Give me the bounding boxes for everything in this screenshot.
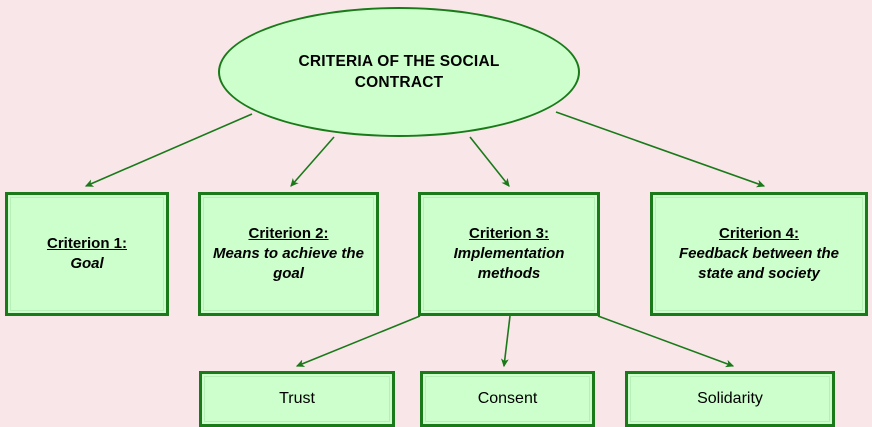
root-node-label: CRITERIA OF THE SOCIAL CONTRACT <box>298 53 500 91</box>
sub-node-trust[interactable]: Trust <box>199 371 395 427</box>
sub-node-consent-label: Consent <box>477 390 538 407</box>
criterion-3-description: Implementation methods <box>453 245 565 282</box>
edge-root-to-criterion-1 <box>84 113 253 187</box>
edge-criterion-3-to-solidarity <box>597 315 735 368</box>
edge-criterion-3-to-trust <box>295 315 421 367</box>
criterion-2-heading: Criterion 2: <box>248 225 329 242</box>
criterion-4-description: Feedback between the state and society <box>678 245 840 282</box>
edge-root-to-criterion-2 <box>290 136 335 187</box>
sub-node-solidarity-label: Solidarity <box>697 390 763 407</box>
criterion-2-description: Means to achieve the goal <box>213 245 364 282</box>
criterion-3-heading: Criterion 3: <box>468 225 549 242</box>
edge-criterion-3-to-consent <box>500 315 511 368</box>
criterion-1-heading: Criterion 1: <box>46 235 127 252</box>
criterion-4-node[interactable]: Criterion 4: Feedback between the state … <box>650 192 868 316</box>
sub-node-trust-label: Trust <box>279 390 315 407</box>
criterion-1-description: Goal <box>70 255 104 272</box>
criterion-1-node[interactable]: Criterion 1: Goal <box>5 192 169 316</box>
edge-root-to-criterion-4 <box>555 111 766 188</box>
edge-root-to-criterion-3 <box>469 136 510 187</box>
criterion-3-node[interactable]: Criterion 3: Implementation methods <box>418 192 600 316</box>
criterion-4-heading: Criterion 4: <box>718 225 799 242</box>
sub-node-consent[interactable]: Consent <box>420 371 595 427</box>
sub-node-solidarity[interactable]: Solidarity <box>625 371 835 427</box>
root-node-criteria-of-the-social-contract[interactable]: CRITERIA OF THE SOCIAL CONTRACT <box>218 7 580 137</box>
criterion-2-node[interactable]: Criterion 2: Means to achieve the goal <box>198 192 379 316</box>
